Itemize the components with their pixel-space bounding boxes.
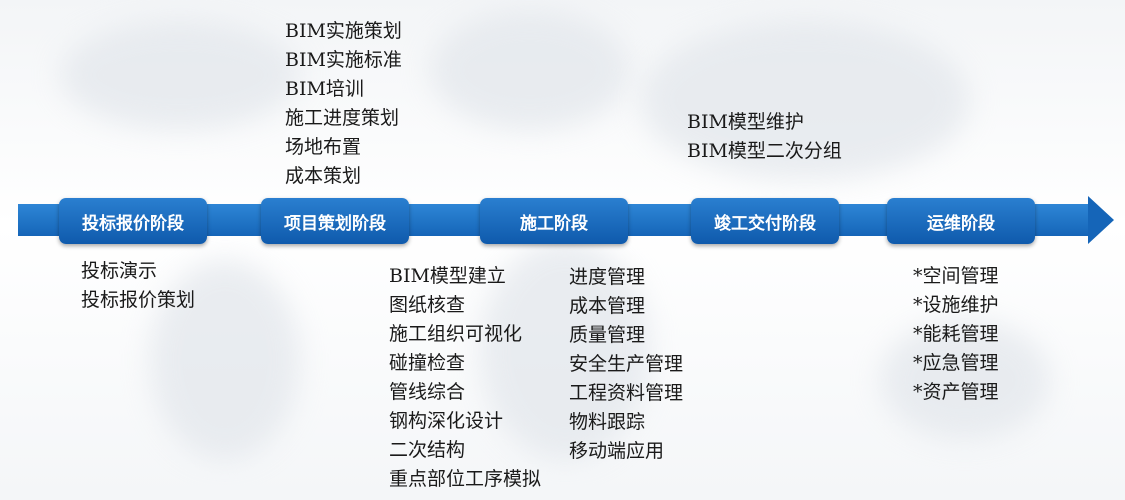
- stage-operation-maintenance: 运维阶段: [887, 198, 1035, 244]
- list-item: 成本管理: [569, 295, 646, 317]
- list-item: 管线综合: [389, 381, 466, 403]
- list-item: 碰撞检查: [389, 352, 466, 374]
- list-item: 进度管理: [569, 266, 646, 288]
- bidding-task-list: 投标演示 投标报价策划: [81, 257, 195, 315]
- list-item: *空间管理: [913, 265, 999, 287]
- list-item: 施工组织可视化: [389, 323, 523, 345]
- list-item: BIM实施标准: [285, 49, 402, 71]
- stage-construction: 施工阶段: [480, 198, 628, 244]
- stage-completion-handover: 竣工交付阶段: [691, 198, 839, 244]
- list-item: *应急管理: [913, 352, 999, 374]
- list-item: 质量管理: [569, 324, 646, 346]
- list-item: 图纸核查: [389, 294, 466, 316]
- list-item: 重点部位工序模拟: [389, 468, 542, 490]
- timeline-arrow-head-icon: [1088, 196, 1114, 244]
- list-item: 投标报价策划: [81, 289, 196, 311]
- stage-bidding: 投标报价阶段: [59, 198, 207, 244]
- list-item: 移动端应用: [569, 440, 665, 462]
- list-item: BIM模型二次分组: [687, 140, 842, 162]
- list-item: 二次结构: [389, 439, 466, 461]
- handover-task-list: BIM模型维护 BIM模型二次分组: [687, 108, 842, 166]
- list-item: BIM模型建立: [389, 265, 506, 287]
- list-item: 工程资料管理: [569, 382, 684, 404]
- list-item: *设施维护: [913, 294, 999, 316]
- list-item: 安全生产管理: [569, 353, 684, 375]
- planning-task-list: BIM实施策划 BIM实施标准 BIM培训 施工进度策划 场地布置 成本策划: [285, 17, 402, 191]
- list-item: 物料跟踪: [569, 411, 646, 433]
- list-item: *能耗管理: [913, 323, 999, 345]
- construction-model-task-list: BIM模型建立 图纸核查 施工组织可视化 碰撞检查 管线综合 钢构深化设计 二次…: [389, 262, 541, 494]
- stage-project-planning: 项目策划阶段: [261, 198, 409, 244]
- operation-task-list: *空间管理 *设施维护 *能耗管理 *应急管理 *资产管理: [913, 262, 999, 407]
- list-item: 钢构深化设计: [389, 410, 504, 432]
- construction-management-task-list: 进度管理 成本管理 质量管理 安全生产管理 工程资料管理 物料跟踪 移动端应用: [569, 263, 683, 466]
- list-item: *资产管理: [913, 381, 999, 403]
- list-item: BIM实施策划: [285, 20, 402, 42]
- list-item: 投标演示: [81, 260, 158, 282]
- list-item: 场地布置: [285, 136, 362, 158]
- list-item: 成本策划: [285, 165, 362, 187]
- list-item: 施工进度策划: [285, 107, 400, 129]
- list-item: BIM模型维护: [687, 111, 804, 133]
- list-item: BIM培训: [285, 78, 364, 100]
